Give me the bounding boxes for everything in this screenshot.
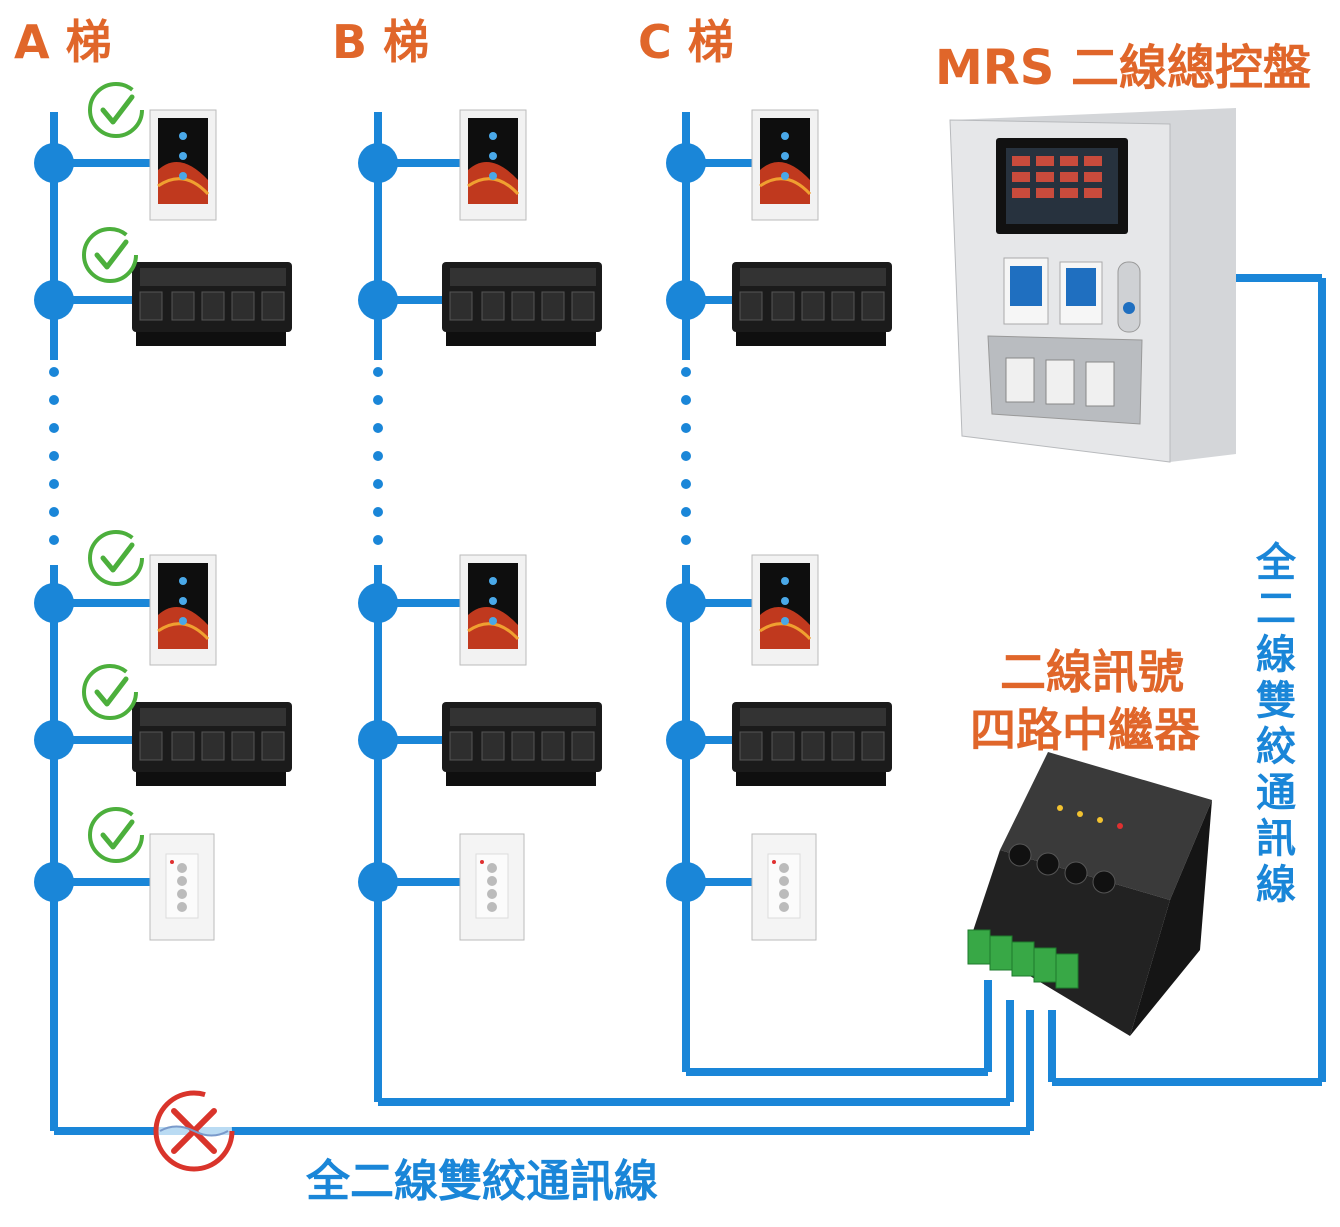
riser-b-title: B 梯 [332, 15, 430, 69]
mrs-control-panel [949, 108, 1236, 463]
repeater-title-line1: 二線訊號 [1000, 645, 1184, 699]
repeater-title-line2: 四路中繼器 [970, 703, 1200, 757]
touch-panel [458, 108, 528, 222]
right-cable-label: 全二線雙絞通訊線 [1256, 540, 1296, 908]
relay-module [441, 701, 603, 787]
touch-panel [148, 108, 218, 222]
relay-module [441, 261, 603, 347]
touch-panel [750, 108, 820, 222]
button-switch [751, 833, 817, 941]
junction-nodes [34, 143, 706, 902]
relay-module [731, 701, 893, 787]
check-circle-icon [84, 666, 136, 718]
relay-module [131, 261, 293, 347]
riser-a-title: A 梯 [14, 15, 112, 69]
check-circle-icon [84, 229, 136, 281]
four-way-repeater [967, 752, 1212, 1036]
check-circle-icon [90, 809, 142, 861]
riser-continuation-dots [49, 367, 691, 545]
touch-panel [750, 553, 820, 667]
check-circle-icon [90, 532, 142, 584]
cross-circle-icon [153, 1090, 235, 1172]
button-switch [149, 833, 215, 941]
touch-panel [458, 553, 528, 667]
check-circle-icon [90, 84, 142, 136]
panel-title: MRS 二線總控盤 [935, 40, 1312, 96]
relay-module [731, 261, 893, 347]
riser-c-title: C 梯 [638, 15, 734, 69]
button-switch [459, 833, 525, 941]
relay-module [131, 701, 293, 787]
touch-panel [148, 553, 218, 667]
bottom-cable-label: 全二線雙絞通訊線 [306, 1156, 658, 1207]
